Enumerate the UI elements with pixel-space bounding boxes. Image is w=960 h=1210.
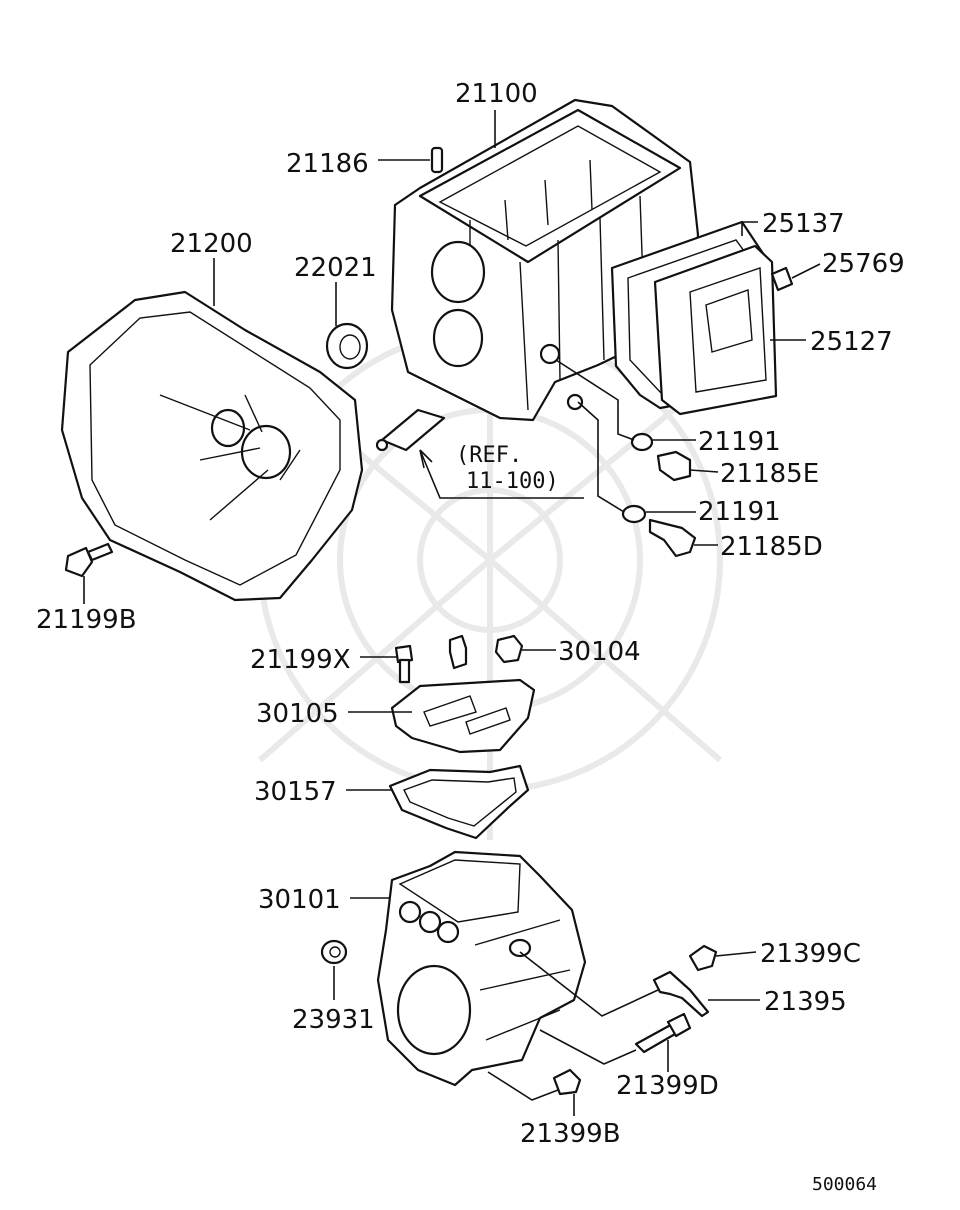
- label-21199X: 21199X: [250, 645, 351, 675]
- bolt-21399B: [552, 1068, 582, 1096]
- label-23931: 23931: [292, 1005, 375, 1035]
- label-25127: 25127: [810, 327, 893, 357]
- label-21399D: 21399D: [616, 1071, 719, 1101]
- bracket-21395: [652, 970, 710, 1018]
- label-21191-lower: 21191: [698, 497, 781, 527]
- bearing-22021: [325, 322, 369, 370]
- dowel-pin: [448, 634, 468, 670]
- label-21185D: 21185D: [720, 532, 823, 562]
- bolt-25769: [770, 266, 794, 292]
- label-21199B: 21199B: [36, 605, 137, 635]
- label-30101: 30101: [258, 885, 341, 915]
- bolt-21399D: [634, 1012, 692, 1054]
- plug-21185E: [656, 450, 692, 482]
- label-21399B: 21399B: [520, 1119, 621, 1149]
- bolt-21399C: [688, 944, 718, 972]
- label-21191-upper: 21191: [698, 427, 781, 457]
- washer-21191-upper: [630, 432, 654, 452]
- label-25137: 25137: [762, 209, 845, 239]
- label-21185E: 21185E: [720, 459, 819, 489]
- clutch-housing-21200: [60, 290, 364, 602]
- bolt-21199B: [64, 542, 114, 578]
- cover-30105: [390, 678, 536, 754]
- plug-30104: [494, 634, 524, 664]
- extension-housing-30101: [376, 850, 587, 1087]
- cover-25127: [653, 244, 778, 416]
- label-30105: 30105: [256, 699, 339, 729]
- leader-lines: [83, 110, 821, 1116]
- label-21100: 21100: [455, 79, 538, 109]
- label-25769: 25769: [822, 249, 905, 279]
- sleeve-part: [375, 408, 446, 452]
- plug-21185D: [648, 518, 697, 558]
- label-21399C: 21399C: [760, 939, 861, 969]
- label-30157: 30157: [254, 777, 337, 807]
- gasket-30157: [388, 764, 530, 840]
- label-21395: 21395: [764, 987, 847, 1017]
- label-21186: 21186: [286, 149, 369, 179]
- washer-21191-lower: [621, 504, 647, 524]
- label-22021: 22021: [294, 253, 377, 283]
- pin-21186: [430, 146, 444, 174]
- reference-note-line1: (REF.: [456, 443, 522, 468]
- seal-23931: [320, 939, 348, 965]
- label-30104: 30104: [558, 637, 641, 667]
- label-21200: 21200: [170, 229, 253, 259]
- reference-note-line2: 11-100): [466, 469, 559, 494]
- figure-number: 500064: [812, 1174, 877, 1195]
